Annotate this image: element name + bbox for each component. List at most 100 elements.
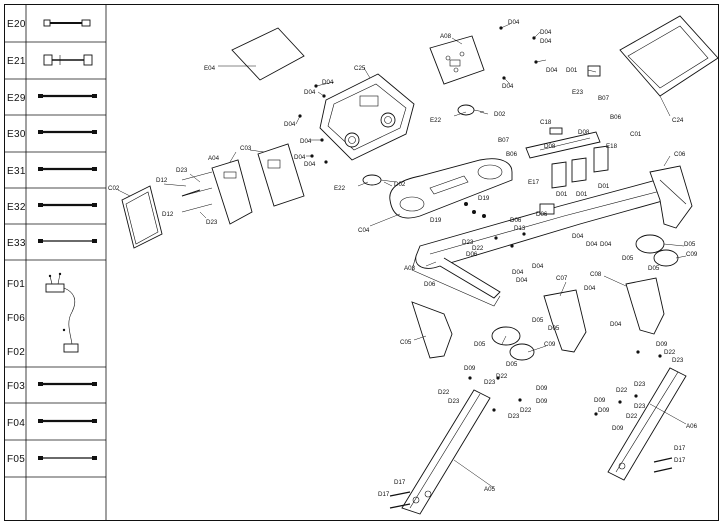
legend-icon-e33-cable [38,239,97,243]
label-d22-b: D22 [496,373,508,380]
legend-code-f01: F01 [7,279,25,290]
label-d09-f: D09 [598,407,610,414]
label-d04-n: D04 [600,241,612,248]
label-d01-c: D01 [576,191,588,198]
legend-code-f04: F04 [7,418,25,429]
part-e18-e17-brackets [551,145,609,189]
label-c06: C06 [674,151,686,158]
part-c18-clip [549,127,563,135]
label-b07-b: B07 [498,137,510,144]
part-c04-hood [389,158,513,219]
label-d05-e: D05 [548,325,560,332]
label-d23-g: D23 [634,403,646,410]
part-console-bars [525,131,601,159]
label-c02: C02 [108,185,120,192]
part-c24-display [619,15,719,97]
label-e04: E04 [204,65,216,72]
label-d02-b: D02 [394,181,406,188]
label-d23-d: D23 [508,413,520,420]
label-d04-f: D04 [304,161,316,168]
label-d04-i: D04 [540,38,552,45]
label-d05-f: D05 [474,341,486,348]
label-d17-b: D17 [674,457,686,464]
label-d22-d: D22 [520,407,532,414]
label-d13: D13 [514,225,526,232]
label-d05-a: D05 [684,241,696,248]
label-b06-b: B06 [506,151,518,158]
label-d23-i: D23 [206,219,218,226]
part-a04-bracket [181,159,253,225]
label-e23: E23 [572,89,584,96]
legend-icon-e20-connector [43,19,91,27]
label-d12-b: D12 [162,211,174,218]
label-a08: A08 [440,33,452,40]
part-c09-end-caps-right [635,234,679,267]
label-d04-a: D04 [322,79,334,86]
legend-icon-f04-cable [38,419,97,423]
label-d06-b: D06 [536,211,548,218]
label-c03: C03 [240,145,252,152]
label-e18: E18 [606,143,618,150]
label-d04-p: D04 [512,269,524,276]
label-d09-b: D09 [536,385,548,392]
label-d19-b: D19 [430,217,442,224]
part-e04-card [231,27,305,81]
label-d04-m: D04 [586,241,598,248]
part-d01-box [587,65,601,77]
legend-icon-e32-cable [38,203,97,207]
part-a06-upright [607,367,687,481]
label-d22-f: D22 [616,387,628,394]
part-c25-console-housing [319,73,415,161]
label-d23-a: D23 [462,239,474,246]
label-b07-a: B07 [598,95,610,102]
leader-lines [117,23,687,489]
label-d04-d: D04 [300,138,312,145]
part-e22-knob-upper [457,104,485,116]
label-d09-c: D09 [536,398,548,405]
label-d04-g: D04 [508,19,520,26]
label-d04-r: D04 [584,285,596,292]
part-c06-rear-cover [649,165,693,229]
drawing-border [4,4,719,521]
label-d01-d: D01 [598,183,610,190]
label-c25: C25 [354,65,366,72]
part-a08-bracket-plate [429,35,485,85]
label-d02-a: D02 [494,111,506,118]
legend-code-e21: E21 [7,56,26,67]
label-d05-c: D05 [648,265,660,272]
label-d09-d: D09 [656,341,668,348]
label-d04-e: D04 [294,154,306,161]
legend-icon-e21-connector [43,54,93,66]
label-c09-a: C09 [686,251,698,258]
legend-code-e31: E31 [7,166,26,177]
label-d17-c: D17 [394,479,406,486]
legend-code-e32: E32 [7,202,26,213]
label-d04-q: D04 [516,277,528,284]
label-d23-b: D23 [484,379,496,386]
legend-code-f05: F05 [7,454,25,465]
legend-icon-f05-cable [38,456,97,460]
label-d17-d: D17 [378,491,390,498]
label-d23-e: D23 [672,357,684,364]
label-d04-h: D04 [540,29,552,36]
label-d08-a: D08 [578,129,590,136]
label-d06-c: D06 [466,251,478,258]
label-d22-a: D22 [472,245,484,252]
label-d05-d: D05 [532,317,544,324]
part-a05-upright [401,389,491,515]
legend-icon-e29-cable [38,94,97,98]
label-d05-g: D05 [506,361,518,368]
part-e22-knob-lower [362,174,397,186]
label-c07: C07 [556,275,568,282]
label-c01: C01 [630,131,642,138]
legend-icon-f03-cable [38,382,97,386]
label-c05: C05 [400,339,412,346]
legend-code-e33: E33 [7,238,26,249]
label-b06-a: B06 [610,114,622,121]
legend-icon-e30-cable [38,130,97,134]
label-d22-e: D22 [664,349,676,356]
legend-code-f06: F06 [7,313,25,324]
label-a05: A05 [484,486,496,493]
label-c24: C24 [672,117,684,124]
label-d23-c: D23 [448,398,460,405]
